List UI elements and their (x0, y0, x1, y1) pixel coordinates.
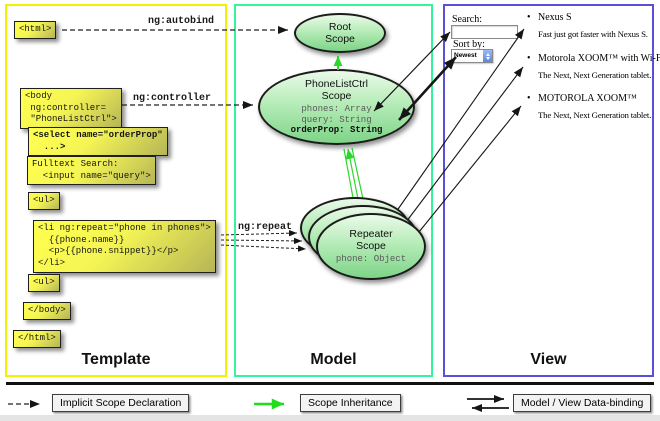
phone-list-item-1: • Nexus S Fast just got faster with Nexus… (527, 12, 659, 39)
code-select: <select name="orderProp" ...> (28, 127, 168, 157)
bullet-icon: • (527, 93, 531, 104)
phonelistctrl-scope-props: phones: Array query: String (301, 103, 372, 125)
phonelistctrl-scope-title: PhoneListCtrl Scope (304, 77, 369, 102)
code-body-close: </body> (23, 302, 71, 320)
phonelistctrl-scope-ellipse: PhoneListCtrl Scope phones: Array query:… (258, 69, 415, 145)
phone-name: Nexus S (538, 12, 572, 23)
legend-databinding-label: Model / View Data-binding (513, 394, 652, 412)
bottom-strip (0, 415, 660, 421)
repeater-scope-ellipse: Repeater Scope phone: Object (316, 213, 426, 280)
code-li-repeat: <li ng:repeat="phone in phones"> {{phone… (33, 220, 216, 273)
legend-scope-inheritance-label: Scope Inheritance (300, 394, 401, 412)
dropdown-stepper-icon (483, 50, 492, 62)
root-scope-ellipse: Root Scope (294, 13, 386, 53)
code-html-open: <html> (14, 21, 57, 39)
code-fulltext: Fulltext Search: <input name="query"> (27, 156, 156, 186)
bullet-icon: • (527, 53, 531, 64)
phone-list-item-2: • Motorola XOOM™ with Wi-Fi The Next, Nex… (527, 53, 660, 80)
legend-implicit-scope-label: Implicit Scope Declaration (52, 394, 190, 412)
phone-list-item-3: • MOTOROLA XOOM™ The Next, Next Generatio… (527, 93, 659, 120)
phone-name: MOTOROLA XOOM™ (538, 93, 637, 104)
sort-dropdown[interactable]: Newest (451, 49, 493, 63)
search-label: Search: (452, 14, 482, 25)
search-input[interactable] (451, 25, 518, 39)
phone-desc: The Next, Next Generation tablet. (538, 70, 652, 80)
repeater-scope-prop: phone: Object (335, 254, 407, 265)
phonelistctrl-scope-orderprop: orderProp: String (290, 125, 383, 136)
phone-desc: The Next, Next Generation tablet. (538, 110, 652, 120)
ng-autobind-label: ng:autobind (148, 16, 215, 27)
legend-divider (6, 382, 654, 385)
sort-dropdown-value: Newest (454, 52, 477, 59)
ng-repeat-label: ng:repeat (238, 222, 293, 233)
phone-desc: Fast just got faster with Nexus S. (538, 29, 648, 39)
template-panel-title: Template (81, 351, 151, 368)
template-panel: Template (5, 4, 227, 377)
root-scope-title: Root Scope (325, 20, 355, 45)
code-body-open: <body ng:controller= "PhoneListCtrl"> (20, 88, 122, 130)
bullet-icon: • (527, 12, 531, 23)
repeater-scope-title: Repeater Scope (349, 228, 393, 253)
ng-controller-label: ng:controller (133, 93, 212, 104)
code-html-close: </html> (13, 330, 61, 348)
model-panel-title: Model (310, 351, 357, 368)
model-panel: Model (234, 4, 433, 377)
code-ul-second: <ul> (28, 274, 60, 292)
code-ul-open: <ul> (28, 192, 60, 210)
view-panel-title: View (530, 351, 567, 368)
phone-name: Motorola XOOM™ with Wi-Fi (538, 53, 660, 64)
